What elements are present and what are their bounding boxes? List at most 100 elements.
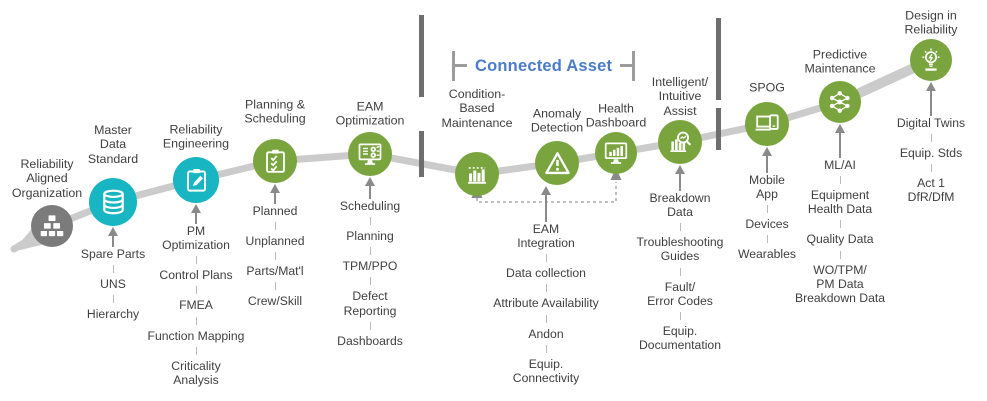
- stage-title-planning-scheduling: Planning & Scheduling: [244, 97, 306, 126]
- stage-node-spog: [745, 102, 789, 146]
- chain-item: Devices: [745, 217, 789, 232]
- chain-item: Fault/ Error Codes: [647, 279, 713, 308]
- chain-item: Control Plans: [159, 268, 233, 283]
- org-chart-icon: [39, 213, 65, 239]
- chain-separator: [545, 254, 547, 263]
- chain-item: Equip. Connectivity: [512, 356, 580, 385]
- up-arrow-icon: [38, 227, 188, 247]
- stage-node-predictive-maintenance: [819, 81, 861, 123]
- chain-separator: [369, 277, 371, 286]
- chain-separator: [839, 250, 841, 259]
- dashboard-monitor-icon: [356, 140, 384, 168]
- bracket-right-icon: [619, 51, 636, 81]
- chain-separator: [274, 222, 276, 231]
- chain-item: Unplanned: [245, 234, 305, 249]
- stage-title-condition-based-maintenance: Condition- Based Maintenance: [441, 87, 513, 130]
- chain-item: Breakdown Data: [649, 191, 711, 220]
- up-arrow-icon: [295, 177, 445, 199]
- stage-node-eam-optimization: [348, 132, 392, 176]
- chain-separator: [545, 284, 547, 293]
- chain-item: Wearables: [737, 247, 797, 262]
- chain-item: Defect Reporting: [343, 289, 397, 318]
- chain-separator: [679, 311, 681, 320]
- chain-separator: [679, 267, 681, 276]
- chain-item: Parts/Mat'l: [246, 264, 304, 279]
- laptop-phone-icon: [753, 110, 781, 138]
- checklist-icon: [262, 148, 289, 175]
- chain-separator: [195, 316, 197, 325]
- connected-asset-header: Connected Asset: [452, 51, 636, 81]
- neural-network-icon: [826, 88, 854, 116]
- up-arrow-icon: [121, 204, 271, 224]
- stage-node-condition-based-maintenance: [455, 152, 499, 196]
- stage-node-planning-scheduling: [253, 139, 297, 183]
- stage-title-anomaly-detection: Anomaly Detection: [530, 106, 584, 135]
- chain-item: FMEA: [179, 298, 213, 313]
- chain-separator: [369, 247, 371, 256]
- stage-node-reliability-aligned-organization: [31, 205, 73, 247]
- chain-separator: [766, 205, 768, 214]
- chain-item: Troubleshooting Guides: [636, 235, 724, 264]
- up-arrow-icon: [471, 186, 621, 222]
- up-arrow-icon: [856, 82, 987, 116]
- chain-separator: [679, 223, 681, 232]
- chain-item: Mobile App: [749, 173, 785, 202]
- chain-separator: [545, 344, 547, 353]
- chain-separator: [839, 220, 841, 229]
- connected-asset-label: Connected Asset: [475, 56, 613, 75]
- dashed-up-arrow-icon: [610, 168, 622, 180]
- chain-item: Data collection: [506, 266, 586, 281]
- chain-separator: [545, 314, 547, 323]
- section-divider-left-bottom: [419, 131, 424, 177]
- chain-item: Attribute Availability: [493, 296, 599, 311]
- stage-node-health-dashboard: [595, 132, 637, 174]
- chain-item: TPM/PPO: [342, 259, 398, 274]
- chain-separator: [274, 252, 276, 261]
- stage-title-intelligent-intuitive-assist: Intelligent/ Intuitive Assist: [651, 75, 709, 118]
- chain-separator: [766, 235, 768, 244]
- chain-item: Quality Data: [806, 232, 874, 247]
- chain-separator: [195, 286, 197, 295]
- chain-separator: [369, 321, 371, 330]
- chain-item: Scheduling: [339, 199, 401, 213]
- chain-item: Equip. Stds: [899, 146, 963, 161]
- chain-item: WO/TPM/ PM Data Breakdown Data: [794, 262, 886, 305]
- chain-item: Equipment Health Data: [807, 188, 873, 217]
- chain-item: Dashboards: [337, 333, 403, 348]
- chain-separator: [112, 265, 114, 274]
- up-arrow-icon: [692, 147, 842, 173]
- up-arrow-icon: [605, 165, 755, 191]
- chain-item: Digital Twins: [896, 116, 966, 130]
- bar-chart-icon: [463, 160, 491, 188]
- stage-title-predictive-maintenance: Predictive Maintenance: [804, 47, 876, 76]
- section-divider-left-top: [419, 15, 424, 97]
- chain-separator: [930, 164, 932, 173]
- chain-item: Planned: [252, 204, 298, 218]
- chain-item: Act 1 DfR/DfM: [907, 176, 955, 205]
- chain-separator: [112, 295, 114, 304]
- stage-node-design-in-reliability: [910, 39, 952, 81]
- section-divider-right-bottom: [716, 108, 721, 150]
- bracket-left-icon: [452, 51, 468, 81]
- stage-title-eam-optimization: EAM Optimization: [335, 99, 405, 128]
- chain-separator: [839, 176, 841, 185]
- chain-separator: [369, 217, 371, 226]
- chain-separator: [274, 282, 276, 291]
- chain-separator: [195, 346, 197, 355]
- chain-item: EAM Integration: [517, 222, 575, 251]
- stage-title-reliability-engineering: Reliability Engineering: [162, 122, 230, 151]
- stage-node-anomaly-detection: [535, 141, 579, 185]
- chain-item: Crew/Skill: [247, 294, 303, 309]
- stage-node-intelligent-intuitive-assist: [658, 120, 702, 164]
- chain-separator: [930, 134, 932, 143]
- stage-node-reliability-engineering: [173, 157, 219, 203]
